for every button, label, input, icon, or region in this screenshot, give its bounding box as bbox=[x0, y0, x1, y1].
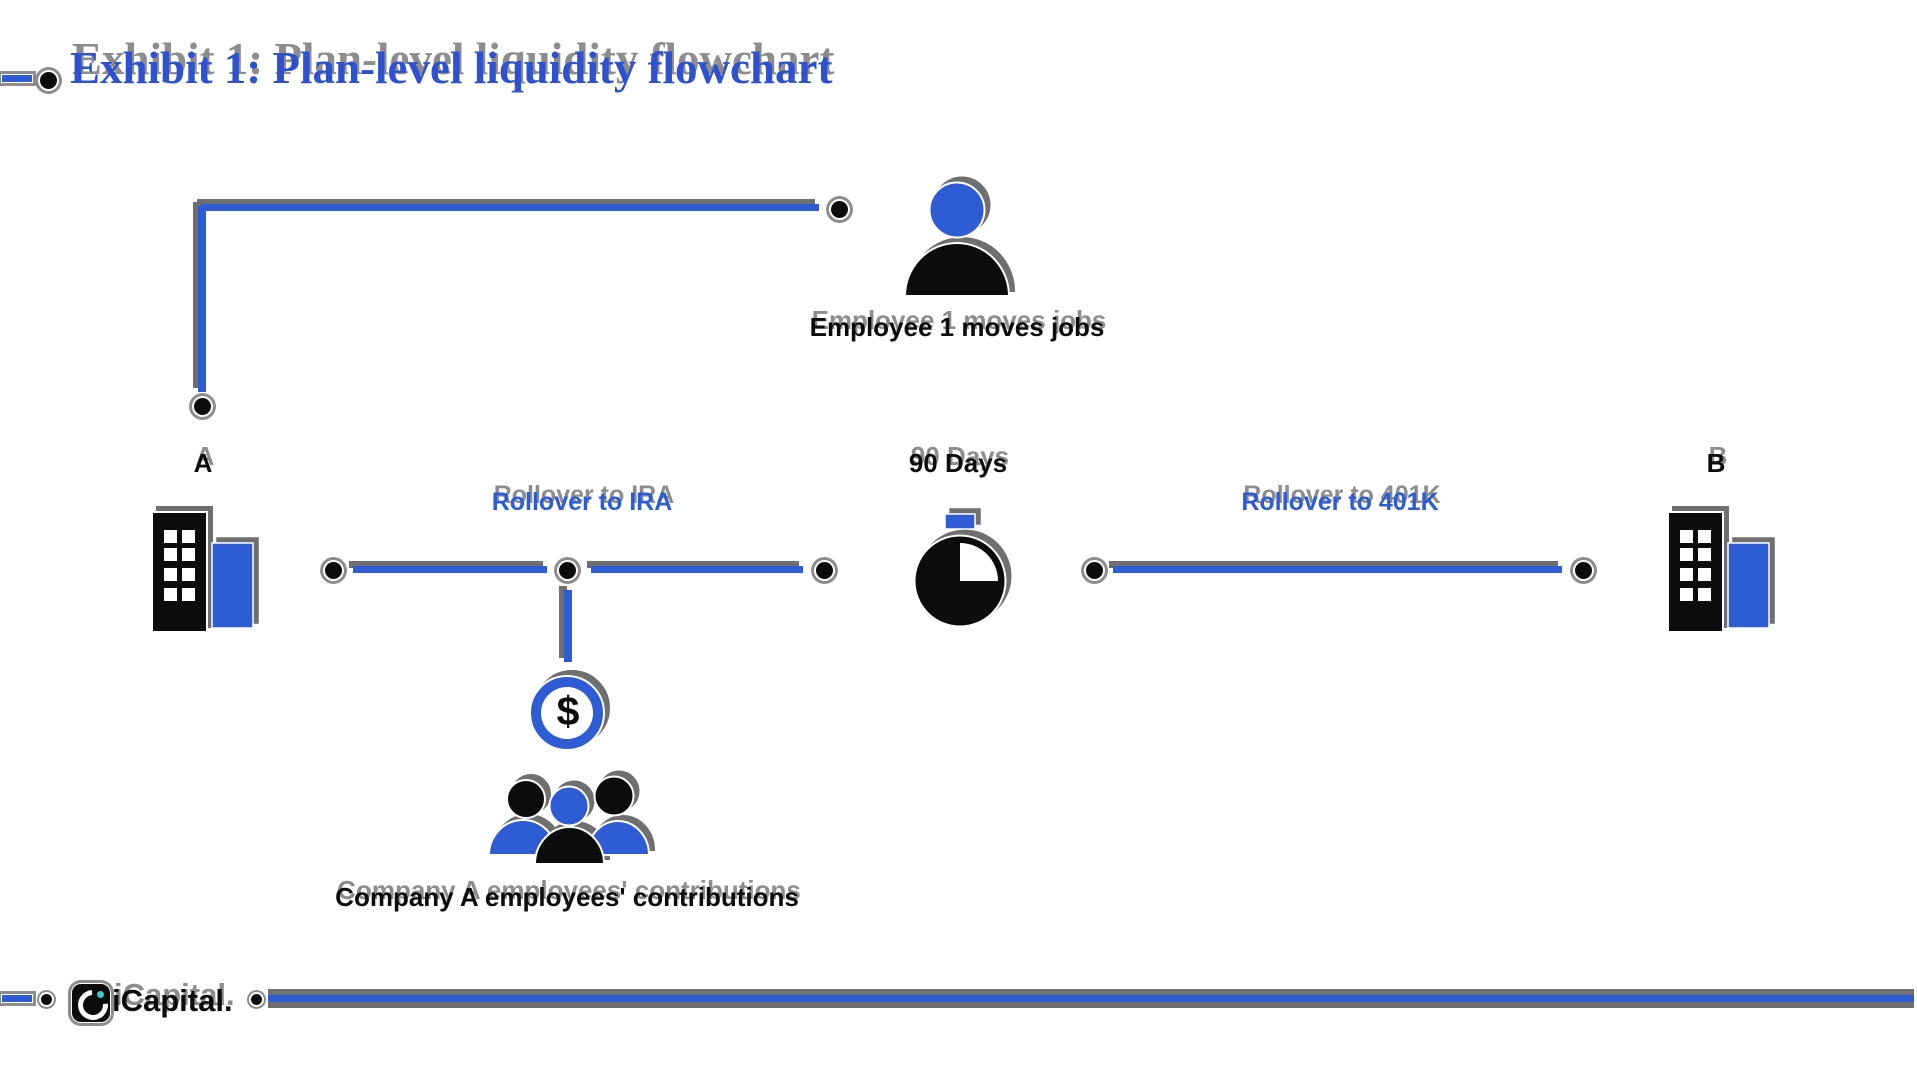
employee-connector-hline bbox=[201, 204, 819, 211]
people-group-icon bbox=[487, 775, 651, 865]
title-marker-dot bbox=[40, 72, 57, 89]
k401-line-segment bbox=[1113, 566, 1562, 573]
ira-line-dot-left bbox=[325, 562, 342, 579]
clock-icon bbox=[913, 513, 1007, 628]
connector-dot-top-right bbox=[831, 201, 848, 218]
employee-label: Employee 1 moves jobs bbox=[809, 312, 1105, 342]
k401-line-dot-right bbox=[1575, 562, 1592, 579]
contributions-label: Company A employees' contributions bbox=[335, 882, 799, 912]
employee-connector-vline bbox=[198, 206, 206, 392]
connector-dot-company-a bbox=[194, 398, 211, 415]
footer-marker-dash bbox=[2, 995, 32, 1002]
dollar-icon bbox=[529, 675, 605, 751]
footer-dot-left bbox=[41, 994, 52, 1005]
icapital-brand-text: iCapital. bbox=[112, 983, 233, 1018]
company-a-label: A bbox=[193, 448, 213, 478]
ira-line-segment-2 bbox=[591, 566, 803, 573]
icapital-logo-icon bbox=[71, 983, 115, 1027]
k401-line-dot-left bbox=[1086, 562, 1103, 579]
rollover-ira-label: Rollover to IRA bbox=[491, 488, 673, 516]
ira-line-segment-1 bbox=[353, 566, 547, 573]
ninety-days-label: 90 Days bbox=[908, 448, 1008, 478]
person-icon bbox=[903, 181, 1011, 297]
icapital-logo-ring bbox=[71, 983, 115, 1027]
ira-line-dot-right bbox=[816, 562, 833, 579]
building-icon bbox=[1667, 511, 1770, 633]
footer-dot-right bbox=[251, 994, 262, 1005]
footer-rule-line bbox=[268, 995, 1914, 1002]
building-icon bbox=[151, 511, 254, 633]
ira-line-dot-middle bbox=[559, 562, 576, 579]
contributions-vline bbox=[564, 590, 572, 662]
icapital-logo-teal-dot bbox=[97, 991, 104, 998]
title-marker-dash bbox=[2, 75, 32, 82]
company-b-label: B bbox=[1706, 448, 1726, 478]
page-title: Exhibit 1: Plan-level liquidity flowchar… bbox=[70, 43, 833, 93]
rollover-401k-label: Rollover to 401K bbox=[1241, 488, 1439, 516]
dollar-symbol: $ bbox=[556, 688, 580, 734]
